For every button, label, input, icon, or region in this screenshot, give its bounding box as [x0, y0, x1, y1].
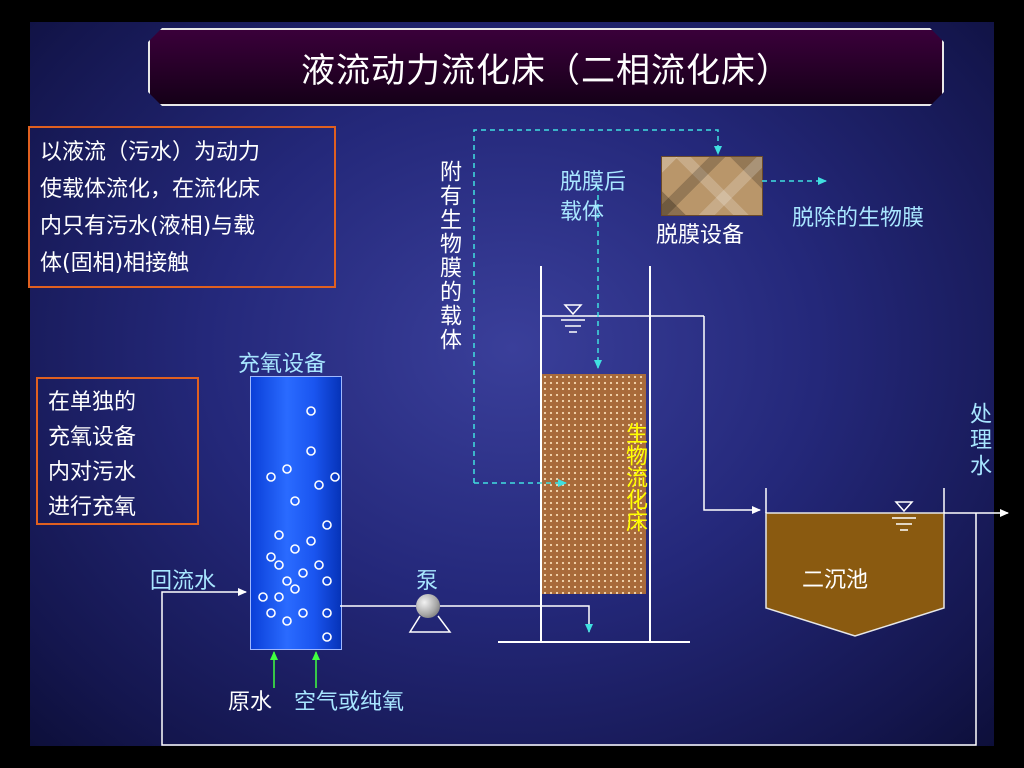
label-return-water: 回流水: [150, 569, 217, 594]
label-raw-water: 原水: [228, 690, 273, 715]
note-line: 以液流（污水）为动力: [40, 140, 261, 165]
return-water-pipe: [161, 513, 977, 746]
label-treated-water: 处理水: [966, 402, 991, 480]
bed-water-level: [541, 304, 704, 333]
detachment-device-image: [661, 156, 763, 216]
note-line: 内对污水: [48, 460, 137, 485]
oxygenation-column: [250, 376, 342, 650]
clarifier-walls: [765, 488, 945, 531]
note-line: 使载体流化，在流化床: [40, 177, 261, 202]
label-detached-carrier-2: 载体: [560, 200, 605, 225]
label-pump: 泵: [416, 569, 439, 594]
label-secondary-clarifier: 二沉池: [802, 568, 869, 593]
label-carrier-with-biofilm: 附有生物膜的载体: [436, 160, 461, 352]
label-removed-biofilm: 脱除的生物膜: [792, 206, 925, 231]
pump-icon: [416, 594, 440, 618]
note-line: 体(固相)相接触: [40, 251, 190, 276]
label-bio-fluidized-bed: 生物流化床: [622, 422, 647, 532]
page-title: 液流动力流化床（二相流化床）: [301, 50, 791, 91]
pump-stand: [408, 615, 452, 633]
label-oxygenation-device: 充氧设备: [238, 352, 327, 377]
overflow-pipe: [703, 316, 761, 514]
label-detached-carrier-1: 脱膜后: [560, 170, 627, 195]
bubbles: [258, 406, 340, 642]
note-liquid-power: 以液流（污水）为动力 使载体流化，在流化床 内只有污水(液相)与载 体(固相)相…: [28, 126, 336, 288]
label-detachment-device: 脱膜设备: [656, 223, 745, 248]
label-air-or-oxygen: 空气或纯氧: [294, 690, 405, 715]
title-banner: [148, 28, 944, 106]
note-separate-oxygenation: 在单独的 充氧设备 内对污水 进行充氧: [36, 377, 199, 525]
secondary-clarifier-tank: [765, 512, 945, 637]
bed-column-walls: [498, 266, 690, 643]
note-line: 在单独的: [48, 390, 137, 415]
note-line: 进行充氧: [48, 495, 137, 520]
note-line: 内只有污水(液相)与载: [40, 214, 256, 239]
carrier-circulation: [473, 129, 827, 487]
pump-outlet-pipe: [440, 605, 593, 633]
note-line: 充氧设备: [48, 425, 137, 450]
